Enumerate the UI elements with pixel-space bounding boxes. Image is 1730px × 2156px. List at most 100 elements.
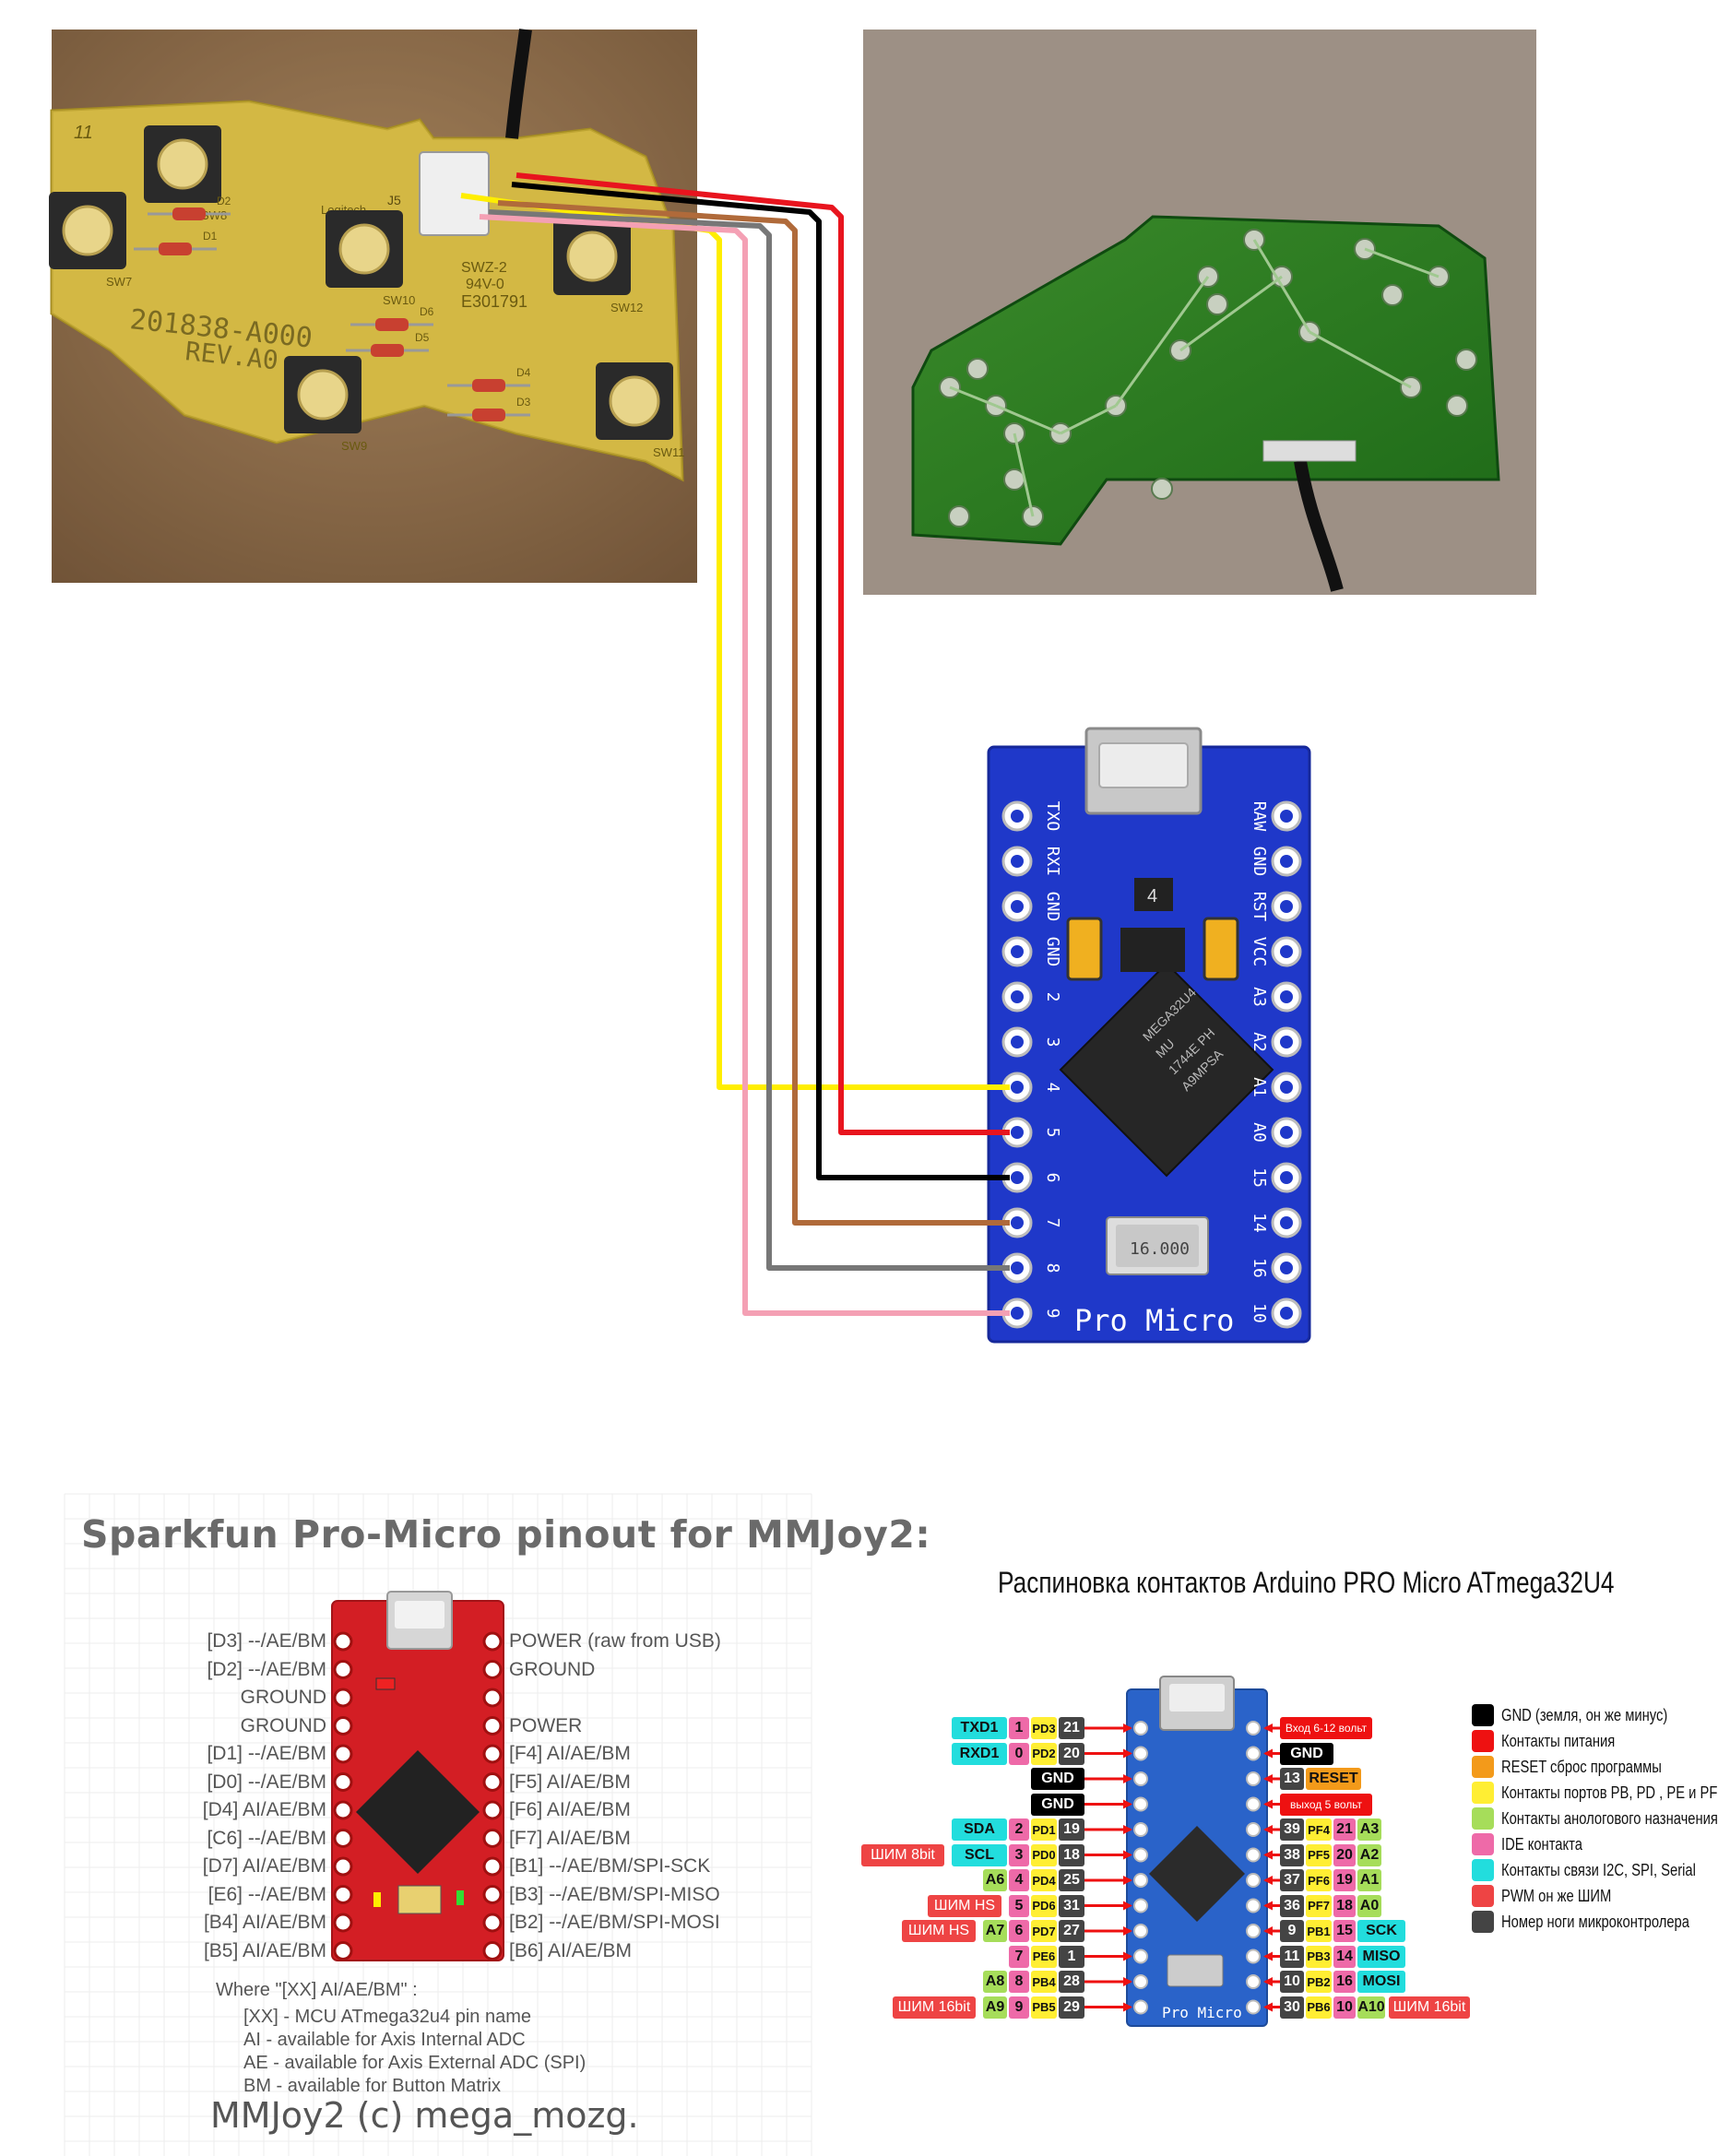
solder-pad: [1206, 293, 1228, 315]
sparkfun-footer: MMJoy2 (c) mega_mozg.: [210, 2095, 639, 2136]
pcb-trace: [1364, 247, 1440, 278]
sf-pin-right: [482, 1800, 503, 1820]
sf-label-right: [F4] AI/AE/BM: [509, 1743, 631, 1764]
pin-hole-inner: [1280, 990, 1293, 1003]
pin-hole-inner: [1280, 900, 1293, 913]
ru-arrowhead: [1123, 1876, 1132, 1885]
ru-func: SCL: [952, 1843, 1007, 1866]
ru-pin-left: [1133, 1898, 1148, 1913]
ru-func: TXD1: [952, 1717, 1007, 1739]
sf-label-left: [D1] --/AE/BM: [207, 1743, 326, 1764]
pcb-trace: [1309, 330, 1412, 389]
diode-label: D3: [516, 396, 531, 409]
pin-label-right: 15: [1250, 1167, 1269, 1188]
sf-label-right: [B3] --/AE/BM/SPI-MISO: [509, 1883, 720, 1905]
sf-pin-left: [333, 1744, 353, 1764]
pcb-trace: [949, 385, 997, 408]
diode-label: D2: [217, 195, 231, 207]
ru-pin-left: [1133, 1924, 1148, 1938]
ru-legend-swatch: [1472, 1704, 1494, 1726]
ru-legend-item: IDE контакта: [1472, 1833, 1600, 1855]
ru-pin-left: [1133, 1999, 1148, 2015]
sf-pin-left: [333, 1800, 353, 1820]
pin-label-left: 3: [1043, 1037, 1062, 1048]
ru-legend-item: GND (земля, он же минус): [1472, 1704, 1704, 1726]
diode-label: D1: [203, 230, 218, 243]
pro-micro-name: Pro Micro: [1074, 1303, 1234, 1338]
pin-label-right: VCC: [1250, 937, 1269, 967]
sf-pin-right: [482, 1660, 503, 1679]
ru-analog: A0: [1357, 1894, 1381, 1917]
pin-hole-inner: [1011, 945, 1024, 958]
ru-mcu-num: 27: [1059, 1920, 1084, 1942]
ru-port: PF7: [1306, 1894, 1332, 1917]
arduino-ru-title: Распиновка контактов Arduino PRO Micro A…: [998, 1566, 1615, 1599]
ru-port: PB3: [1306, 1945, 1332, 1968]
diode-body: [159, 243, 192, 255]
switch-cap: [157, 138, 208, 190]
pin-label-left: 4: [1043, 1083, 1062, 1093]
pcb-trace: [1060, 404, 1117, 435]
sf-pin-left: [333, 1772, 353, 1792]
ru-legend-text: PWM он же ШИМ: [1501, 1886, 1612, 1905]
sf-pin-right: [482, 1913, 503, 1933]
ru-port: PD1: [1031, 1818, 1057, 1841]
pin-hole-inner: [1280, 855, 1293, 868]
pro-micro-pins: TXORXIGNDGND23456789RAWGNDRSTVCCA3A2A1A0…: [1001, 800, 1302, 1329]
ru-arrowhead: [1263, 1926, 1273, 1936]
pin-label-right: RST: [1250, 892, 1269, 922]
pin-label-right: 14: [1250, 1213, 1269, 1233]
pcb-trace: [1114, 276, 1210, 407]
pcb-corner-label: 11: [74, 123, 93, 143]
ru-analog: A3: [1357, 1818, 1381, 1841]
pcb-connector-label: J5: [387, 193, 401, 207]
ru-mcu-num: 31: [1059, 1894, 1084, 1917]
pcb-trace: [1013, 432, 1035, 517]
ru-pin-left: [1133, 1822, 1148, 1837]
sf-pin-left: [333, 1829, 353, 1848]
ru-arrowhead: [1263, 1977, 1273, 1986]
sf-pin-right: [482, 1772, 503, 1792]
ru-pin-left: [1133, 1721, 1148, 1735]
sf-pin-left: [333, 1631, 353, 1652]
diode-body: [472, 379, 505, 392]
ru-legend-text: Номер ноги микроконтролера: [1501, 1912, 1689, 1931]
ru-ide: 5: [1009, 1894, 1029, 1917]
ru-pin-right: [1246, 1822, 1261, 1837]
ru-arrowhead: [1263, 1901, 1273, 1911]
pin-label-left: 9: [1043, 1309, 1062, 1319]
pin-label-left: TXO: [1043, 801, 1062, 832]
ru-port: PD7: [1031, 1920, 1057, 1942]
ru-arrowhead: [1123, 1748, 1132, 1759]
ru-ide: 18: [1333, 1894, 1356, 1917]
ru-pin-right: [1246, 1796, 1261, 1812]
ru-ide: 2: [1009, 1818, 1029, 1841]
ru-arrowhead: [1123, 2002, 1132, 2012]
pcb-cert-a: SWZ-2: [461, 260, 507, 276]
pin-hole-inner: [1011, 900, 1024, 913]
ru-power-tag: выход 5 вольт: [1280, 1793, 1372, 1816]
wire-pin-8: [488, 209, 1010, 1271]
ru-ide: 14: [1333, 1945, 1356, 1968]
wires: [460, 172, 1010, 1316]
pin-label-left: 5: [1043, 1128, 1062, 1138]
switch-label: SW11: [653, 445, 684, 459]
sf-note-line: AI - available for Axis Internal ADC: [243, 2030, 526, 2050]
wiring-diagram: J5 11 201838-A000 REV.A0 Logitech SWZ-2 …: [49, 29, 1536, 1344]
ru-ide: 19: [1333, 1869, 1356, 1891]
ru-pin-right: [1246, 1974, 1261, 1989]
pin-hole-inner: [1011, 1171, 1024, 1184]
ru-arrowhead: [1123, 1799, 1132, 1809]
ru-arrowhead: [1123, 1901, 1132, 1911]
sf-pin-right: [482, 1885, 503, 1904]
ru-mcu-num: 18: [1059, 1843, 1084, 1866]
ru-mcu-num: 10: [1280, 1971, 1304, 1993]
ru-analog: SCK: [1357, 1920, 1405, 1942]
ru-mcu-num: 20: [1059, 1742, 1084, 1765]
pin-label-left: GND: [1043, 937, 1062, 967]
wire-pin-6: [511, 182, 1010, 1180]
ru-ide: 10: [1333, 1996, 1356, 2019]
ru-legend-item: Контакты питания: [1472, 1730, 1640, 1752]
